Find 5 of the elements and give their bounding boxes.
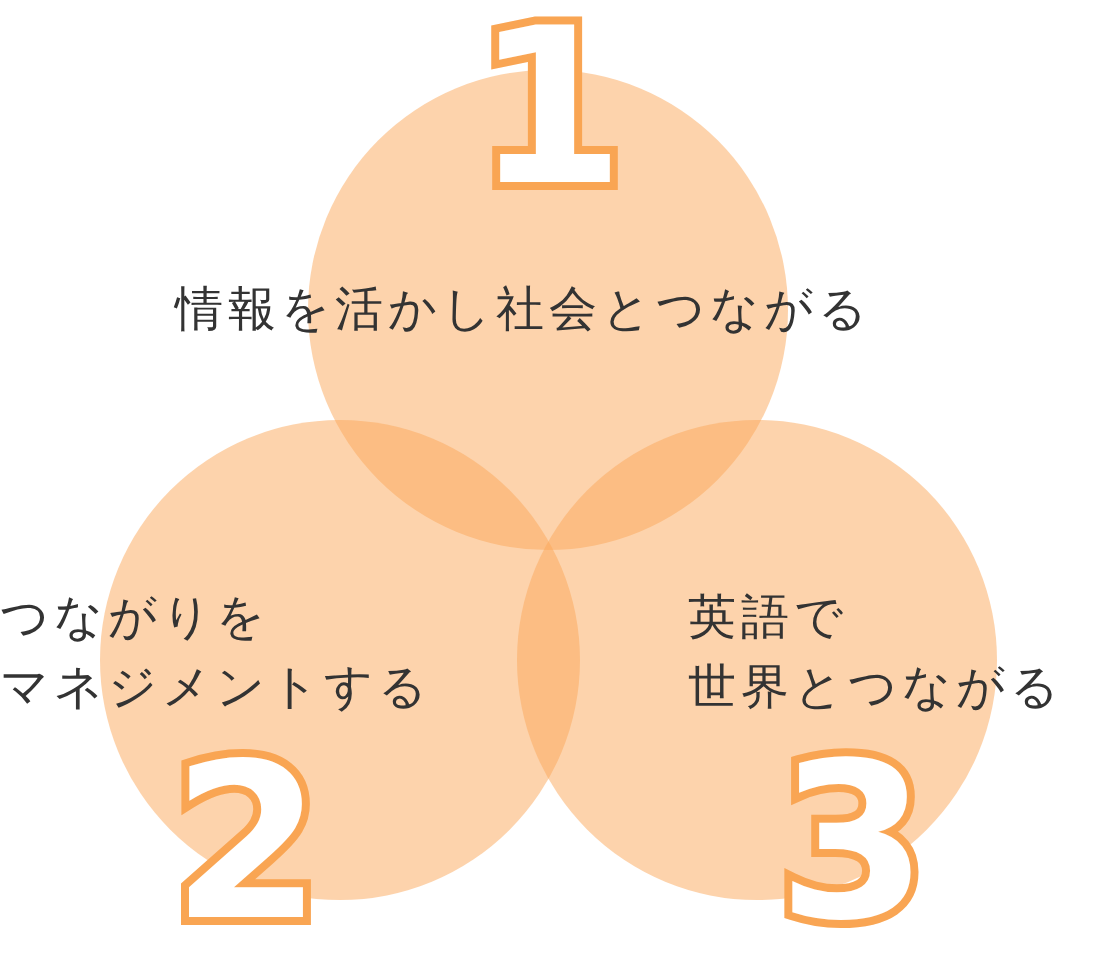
node-label: マネジメントする xyxy=(0,658,432,716)
node-label: 英語で xyxy=(688,588,848,646)
node-label: 情報を活かし社会とつながる xyxy=(175,280,872,338)
node-label: 世界とつながる xyxy=(688,658,1064,716)
node-label: つながりを xyxy=(0,588,270,646)
